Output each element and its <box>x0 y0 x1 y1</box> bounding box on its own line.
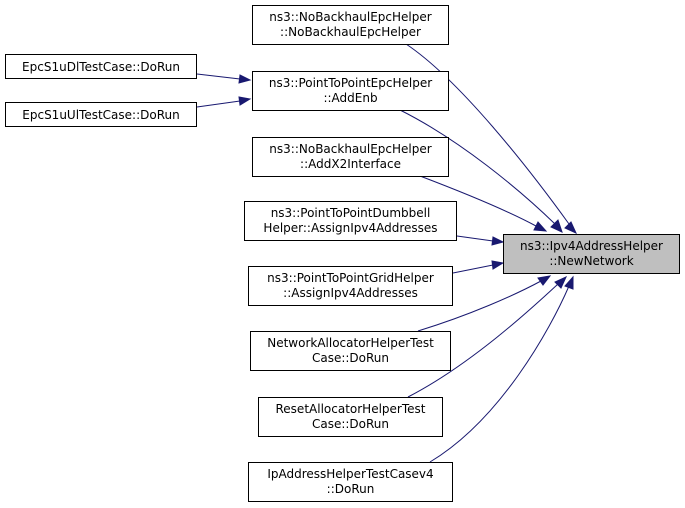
arrowhead-icon <box>238 96 252 106</box>
node-label-line1: ns3::PointToPointGridHelper <box>267 271 434 285</box>
arrowhead-icon <box>491 236 505 246</box>
node-resetalloc-test[interactable]: ResetAllocatorHelperTest Case::DoRun <box>258 397 443 437</box>
node-nobackhaul-addx2[interactable]: ns3::NoBackhaulEpcHelper ::AddX2Interfac… <box>252 137 449 177</box>
node-grid-assign[interactable]: ns3::PointToPointGridHelper ::AssignIpv4… <box>248 266 453 306</box>
node-label-line2: ::AssignIpv4Addresses <box>283 286 418 300</box>
arrowhead-icon <box>564 275 574 290</box>
edge-ipaddr-to-target <box>429 285 570 463</box>
node-label-line2: Case::DoRun <box>312 351 389 365</box>
target-label-line1: ns3::Ipv4AddressHelper <box>520 239 663 253</box>
node-label-line1: ns3::PointToPointEpcHelper <box>269 76 432 90</box>
node-label-line1: IpAddressHelperTestCasev4 <box>267 467 433 481</box>
node-label: EpcS1uUlTestCase::DoRun <box>22 108 179 122</box>
edge-nobackhaul-ctor-to-target <box>405 43 570 225</box>
node-ipaddr-test[interactable]: IpAddressHelperTestCasev4 ::DoRun <box>248 462 453 502</box>
edge-s1uul-to-p2p-addenb <box>196 100 241 108</box>
node-netalloc-test[interactable]: NetworkAllocatorHelperTest Case::DoRun <box>250 331 451 371</box>
arrowhead-icon <box>550 219 563 233</box>
node-label-line2: Case::DoRun <box>312 417 389 431</box>
node-label: EpcS1uDlTestCase::DoRun <box>22 60 180 74</box>
edge-resetalloc-to-target <box>407 283 559 398</box>
arrowhead-icon <box>491 260 505 270</box>
node-label-line2: Helper::AssignIpv4Addresses <box>263 221 437 235</box>
node-s1uul-test[interactable]: EpcS1uUlTestCase::DoRun <box>5 102 197 127</box>
edges <box>196 43 578 463</box>
node-label-line1: ResetAllocatorHelperTest <box>276 402 426 416</box>
edge-p2p-addenb-to-target <box>399 109 556 225</box>
edge-dumbbell-to-target <box>456 235 494 242</box>
node-label-line1: ns3::NoBackhaulEpcHelper <box>269 142 431 156</box>
arrowhead-icon <box>564 221 578 235</box>
edge-nobackhaul-addx2-to-target <box>419 175 537 227</box>
node-nobackhaul-ctor[interactable]: ns3::NoBackhaulEpcHelper ::NoBackhaulEpc… <box>252 5 449 45</box>
node-label-line1: ns3::NoBackhaulEpcHelper <box>269 10 431 24</box>
arrowhead-icon <box>537 275 552 286</box>
node-label-line2: ::DoRun <box>327 482 375 496</box>
node-s1udl-test[interactable]: EpcS1uDlTestCase::DoRun <box>5 54 197 79</box>
edge-netalloc-to-target <box>417 280 542 332</box>
arrowhead-icon <box>554 275 568 289</box>
node-label-line2: ::NoBackhaulEpcHelper <box>280 25 421 39</box>
node-target-new-network[interactable]: ns3::Ipv4AddressHelper ::NewNetwork <box>503 234 680 274</box>
node-label-line2: ::AddX2Interface <box>300 157 401 171</box>
node-p2p-addenb[interactable]: ns3::PointToPointEpcHelper ::AddEnb <box>252 71 449 111</box>
node-dumbbell-assign[interactable]: ns3::PointToPointDumbbell Helper::Assign… <box>244 201 457 241</box>
edge-s1udl-to-p2p-addenb <box>196 73 241 80</box>
arrowhead-icon <box>533 221 548 232</box>
node-label-line2: ::AddEnb <box>323 91 377 105</box>
node-label-line1: NetworkAllocatorHelperTest <box>267 336 434 350</box>
node-label-line1: ns3::PointToPointDumbbell <box>271 206 431 220</box>
edge-grid-to-target <box>452 264 494 274</box>
target-label-line2: ::NewNetwork <box>549 254 633 268</box>
arrowhead-icon <box>238 74 252 84</box>
